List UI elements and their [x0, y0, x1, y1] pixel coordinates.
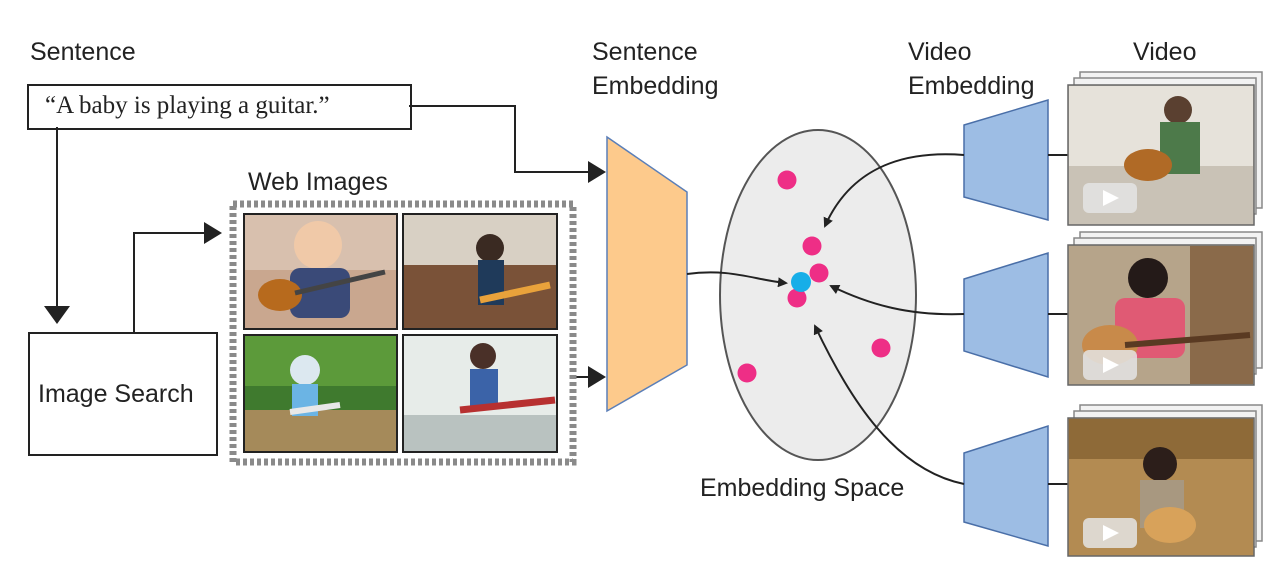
embedding-point-pink: [809, 263, 829, 283]
web-image-1: [243, 213, 398, 330]
image-search-label: Image Search: [38, 380, 194, 408]
play-icon: [1103, 525, 1119, 541]
play-icon: [1103, 190, 1119, 206]
web-images-label: Web Images: [248, 168, 388, 196]
embedding-point-pink: [737, 363, 757, 383]
arrow-video2-to-point: [829, 285, 965, 316]
sentence-label: Sentence: [30, 38, 136, 66]
sentence-query-box: “A baby is playing a guitar.”: [27, 84, 412, 130]
video-embedding-label-line2: Embedding: [908, 72, 1035, 100]
play-icon: [1103, 357, 1119, 373]
web-image-2: [402, 213, 558, 330]
video-thumbnail-1: [1067, 71, 1263, 226]
arrow-web-images-to-encoder: [575, 366, 606, 388]
video-thumbnail-3: [1067, 404, 1263, 557]
web-images-frame: [229, 200, 577, 466]
video-label: Video: [1133, 38, 1197, 66]
sentence-embedding-label-line2: Embedding: [592, 72, 719, 100]
arrow-sentence-to-image-search: [44, 127, 70, 324]
embedding-point-pink: [802, 236, 822, 256]
arrow-video1-to-point: [823, 153, 965, 228]
video-thumbnail-2: [1067, 231, 1263, 386]
embedding-point-pink: [871, 338, 891, 358]
web-image-4: [402, 334, 558, 453]
embedding-space-label: Embedding Space: [700, 474, 905, 502]
video-encoder-1: [963, 98, 1049, 221]
embedding-point-pink: [787, 288, 807, 308]
sentence-embedding-label-line1: Sentence: [592, 38, 698, 66]
embedding-point-pink: [777, 170, 797, 190]
image-search-box: Image Search: [28, 332, 218, 456]
sentence-query-text: “A baby is playing a guitar.”: [45, 92, 330, 119]
arrow-encoder-to-point: [686, 271, 788, 288]
embedding-space: [719, 129, 917, 461]
arrow-video3-to-point: [813, 324, 965, 485]
embedding-point-query: [791, 272, 811, 292]
sentence-encoder: [606, 135, 688, 413]
arrow-sentence-to-encoder: [409, 105, 606, 183]
arrow-image-search-to-web-images: [133, 222, 222, 332]
video-encoder-2: [963, 251, 1049, 379]
web-image-3: [243, 334, 398, 453]
video-embedding-label-line1: Video: [908, 38, 972, 66]
video-encoder-3: [963, 424, 1049, 547]
